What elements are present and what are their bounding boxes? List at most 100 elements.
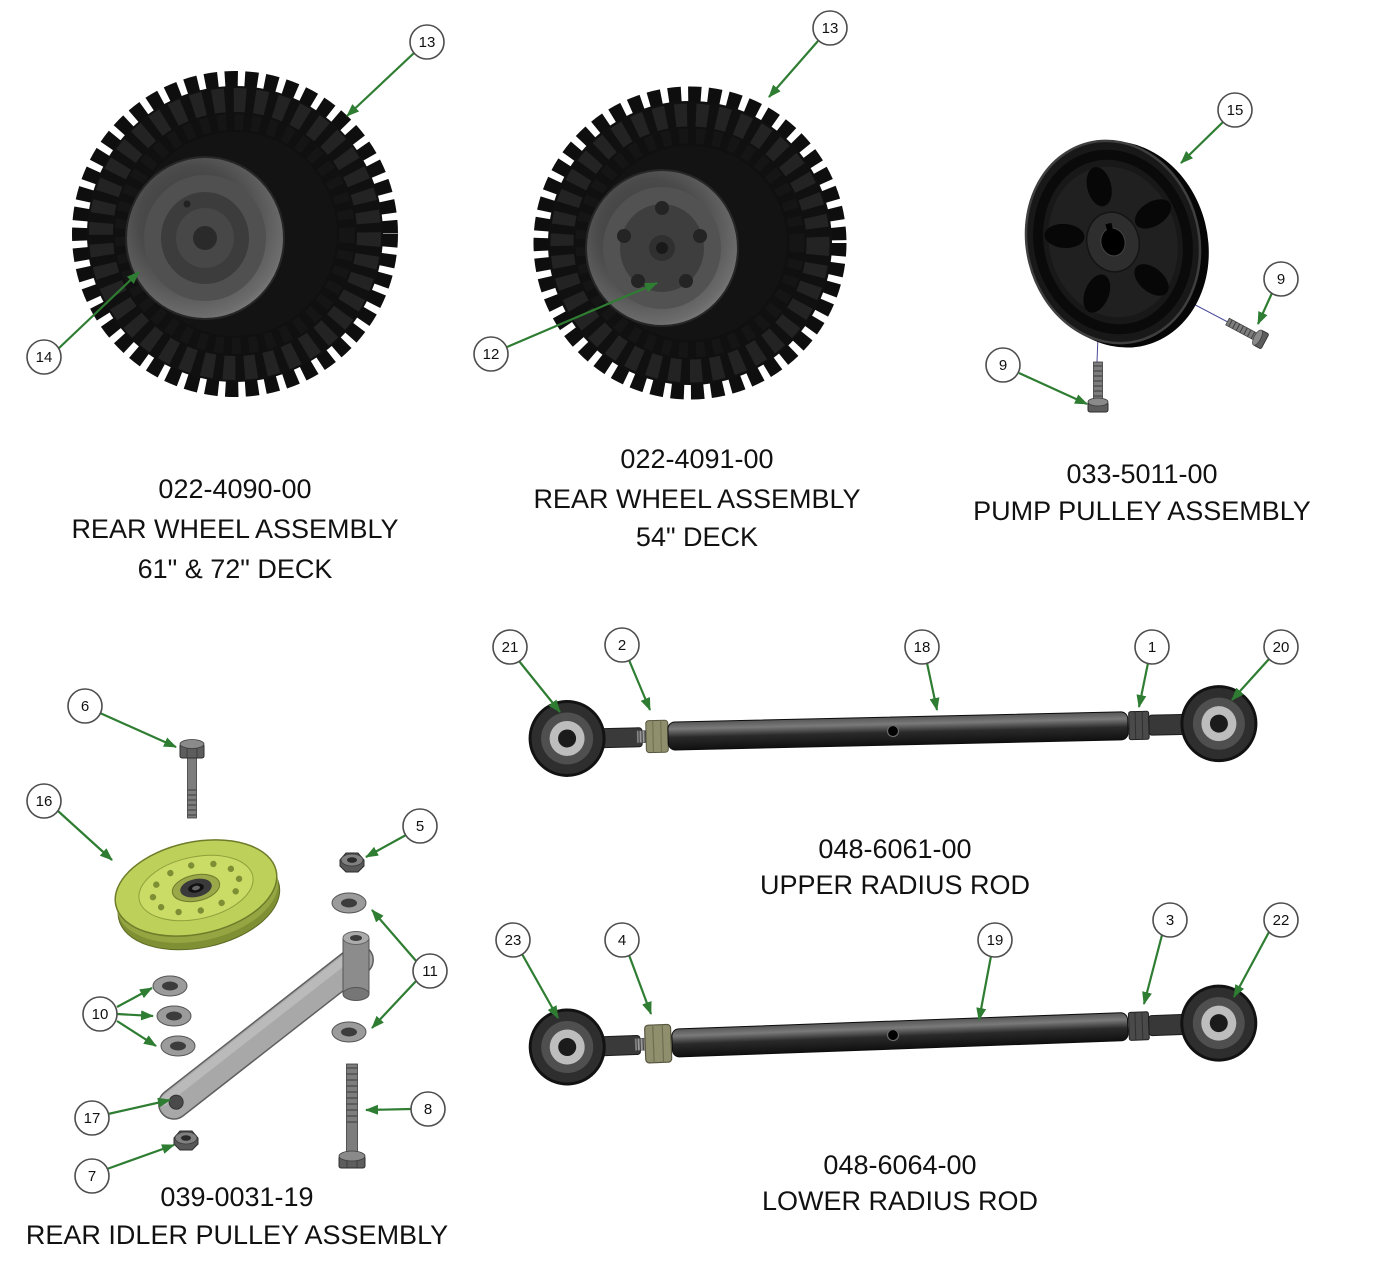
callout-bubble xyxy=(1263,902,1299,938)
callout-16: 16 xyxy=(26,783,62,819)
wheel-rim xyxy=(125,156,285,320)
spoke-hole xyxy=(1044,223,1085,249)
washer xyxy=(331,1021,367,1043)
leader-arrow xyxy=(346,52,415,117)
leader-arrow xyxy=(1256,292,1274,325)
svg-text:19: 19 xyxy=(987,932,1004,949)
callout-bubble xyxy=(74,1100,110,1136)
callout-2: 2 xyxy=(604,627,640,663)
lower-radius-rod-drawing xyxy=(527,983,1259,1087)
tire-knobs xyxy=(533,86,847,400)
lug-hole xyxy=(631,274,645,288)
pulley-rim-highlight xyxy=(1024,139,1202,345)
rod-end-shank xyxy=(1148,1013,1186,1037)
tire-tread xyxy=(550,103,830,383)
svg-text:2: 2 xyxy=(618,637,626,654)
callout-11: 11 xyxy=(412,953,448,989)
lug-hole xyxy=(617,229,631,243)
part-number: 033-5011-00 xyxy=(1066,459,1217,489)
callout-bubble xyxy=(977,922,1013,958)
hub-bore xyxy=(656,242,668,254)
callout-9-right: 9 xyxy=(1263,261,1299,297)
leader-arrow xyxy=(518,660,561,713)
callout-bubble xyxy=(604,922,640,958)
hex-nut xyxy=(339,852,365,873)
callout-21: 21 xyxy=(492,629,528,665)
svg-text:9: 9 xyxy=(1277,271,1285,288)
callout-17: 17 xyxy=(74,1100,110,1136)
callout-22: 22 xyxy=(1263,902,1299,938)
pump-pulley-drawing xyxy=(1024,139,1209,348)
leader-arrow xyxy=(1136,662,1150,708)
hex-bolt xyxy=(338,1063,366,1169)
leader-arrow xyxy=(116,1020,157,1047)
callout-bubble xyxy=(812,10,848,46)
callout-4: 4 xyxy=(604,922,640,958)
callout-5: 5 xyxy=(402,808,438,844)
svg-text:10: 10 xyxy=(92,1006,109,1023)
leader-arrow xyxy=(1142,934,1164,1005)
callout-bubble xyxy=(904,629,940,665)
svg-text:7: 7 xyxy=(88,1168,96,1185)
callout-bubble xyxy=(410,1091,446,1127)
svg-text:5: 5 xyxy=(416,818,424,835)
leader-arrow xyxy=(116,987,153,1008)
svg-text:1: 1 xyxy=(1148,639,1156,656)
callout-9-left: 9 xyxy=(985,347,1021,383)
svg-text:22: 22 xyxy=(1273,912,1290,929)
svg-text:21: 21 xyxy=(502,639,519,656)
part-number: 022-4090-00 xyxy=(158,474,311,504)
callout-10: 10 xyxy=(82,996,118,1032)
tube-hole xyxy=(886,1028,900,1042)
washer xyxy=(152,975,188,997)
svg-text:3: 3 xyxy=(1166,912,1174,929)
leader-arrow xyxy=(925,662,940,711)
callout-7: 7 xyxy=(74,1158,110,1194)
svg-text:11: 11 xyxy=(422,963,438,980)
jam-nut xyxy=(645,719,669,754)
label-wheel-61-72: 022-4090-00 REAR WHEEL ASSEMBLY 61" & 72… xyxy=(71,474,398,584)
leader-arrow xyxy=(99,711,177,749)
callout-19: 19 xyxy=(977,922,1013,958)
part-subtitle: 54" DECK xyxy=(636,522,758,552)
svg-text:9: 9 xyxy=(999,357,1007,374)
label-lower-radius-rod: 048-6064-00 LOWER RADIUS ROD xyxy=(762,1150,1038,1216)
callout-14: 14 xyxy=(26,339,62,375)
callout-bubble xyxy=(492,629,528,665)
callout-bubble xyxy=(1217,92,1253,128)
part-title: PUMP PULLEY ASSEMBLY xyxy=(973,496,1311,526)
leader-arrow xyxy=(57,271,140,350)
rod-end-bearing xyxy=(527,1007,608,1087)
svg-text:17: 17 xyxy=(84,1110,101,1127)
leader-arrow xyxy=(1018,371,1088,406)
leader-arrow xyxy=(106,1143,175,1171)
callout-bubble xyxy=(473,336,509,372)
callout-bubble xyxy=(1134,629,1170,665)
hex-bolt xyxy=(179,738,205,819)
part-number: 048-6061-00 xyxy=(818,834,971,864)
washer xyxy=(156,1005,192,1027)
callout-8: 8 xyxy=(410,1091,446,1127)
tire-knobs xyxy=(72,71,398,397)
callout-bubble xyxy=(1263,261,1299,297)
callout-23: 23 xyxy=(495,922,531,958)
lug-hole xyxy=(655,201,669,215)
bearing-center xyxy=(192,885,200,891)
callout-bubble xyxy=(26,783,62,819)
svg-text:13: 13 xyxy=(419,34,436,51)
callout-18: 18 xyxy=(904,629,940,665)
hex-section xyxy=(1127,1011,1150,1041)
callout-15: 15 xyxy=(1217,92,1253,128)
callout-bubble xyxy=(985,347,1021,383)
rear-wheel-61-72-drawing xyxy=(72,71,398,397)
callout-bubble xyxy=(82,996,118,1032)
leader-arrow xyxy=(1180,121,1224,164)
spoke-hole xyxy=(1134,199,1172,229)
part-title: UPPER RADIUS ROD xyxy=(760,870,1030,900)
jam-nut xyxy=(643,1023,673,1064)
leader-arrow xyxy=(976,955,993,1021)
rod-end-bearing xyxy=(1179,684,1259,763)
svg-text:12: 12 xyxy=(483,346,500,363)
leader-arrow xyxy=(1233,931,1270,998)
